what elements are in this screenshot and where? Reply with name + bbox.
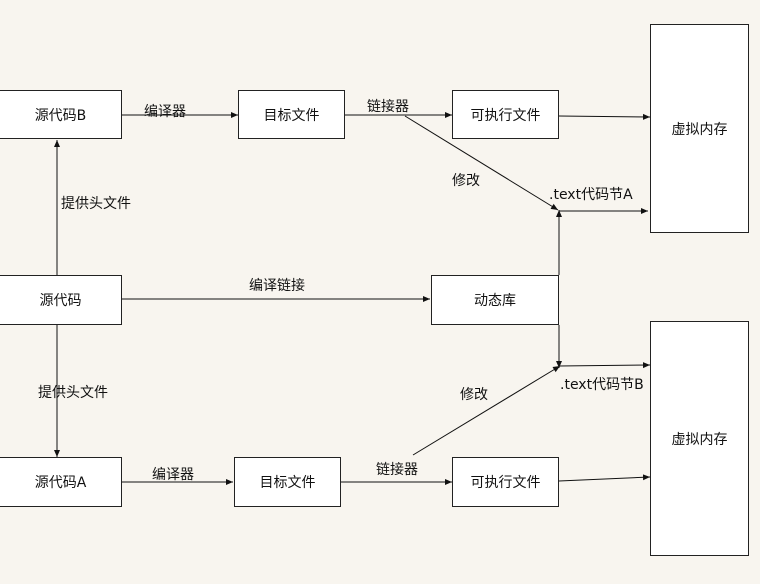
arrow-modify-bottom (412, 365, 561, 456)
node-source-b: 源代码B (0, 90, 122, 139)
label-modify-top: 修改 (452, 173, 480, 189)
node-source: 源代码 (0, 275, 122, 325)
label-header-top: 提供头文件 (61, 196, 131, 212)
label-text-section-a: .text代码节A (549, 187, 633, 203)
label-text-section-b: .text代码节B (560, 377, 644, 393)
label-linker-top: 链接器 (367, 99, 409, 115)
arrow-modify-top (404, 115, 559, 211)
node-object-file-bottom: 目标文件 (234, 457, 341, 507)
label-compiler-top: 编译器 (144, 104, 186, 120)
node-dynamic-library: 动态库 (431, 275, 559, 325)
node-source-a: 源代码A (0, 457, 122, 507)
arrow-exe-to-vm-bottom (558, 474, 651, 482)
label-header-bottom: 提供头文件 (38, 385, 108, 401)
label-modify-bottom: 修改 (460, 387, 488, 403)
label-compiler-bottom: 编译器 (152, 467, 194, 483)
label-compile-link: 编译链接 (249, 278, 305, 294)
node-executable-top: 可执行文件 (452, 90, 559, 139)
node-virtual-memory-bottom: 虚拟内存 (650, 321, 749, 556)
label-linker-bottom: 链接器 (376, 462, 418, 478)
arrow-exe-to-vm-top (558, 113, 651, 120)
node-virtual-memory-top: 虚拟内存 (650, 24, 749, 233)
node-object-file-top: 目标文件 (238, 90, 345, 139)
arrow-text-b-to-vm (558, 362, 651, 369)
node-executable-bottom: 可执行文件 (452, 457, 559, 507)
